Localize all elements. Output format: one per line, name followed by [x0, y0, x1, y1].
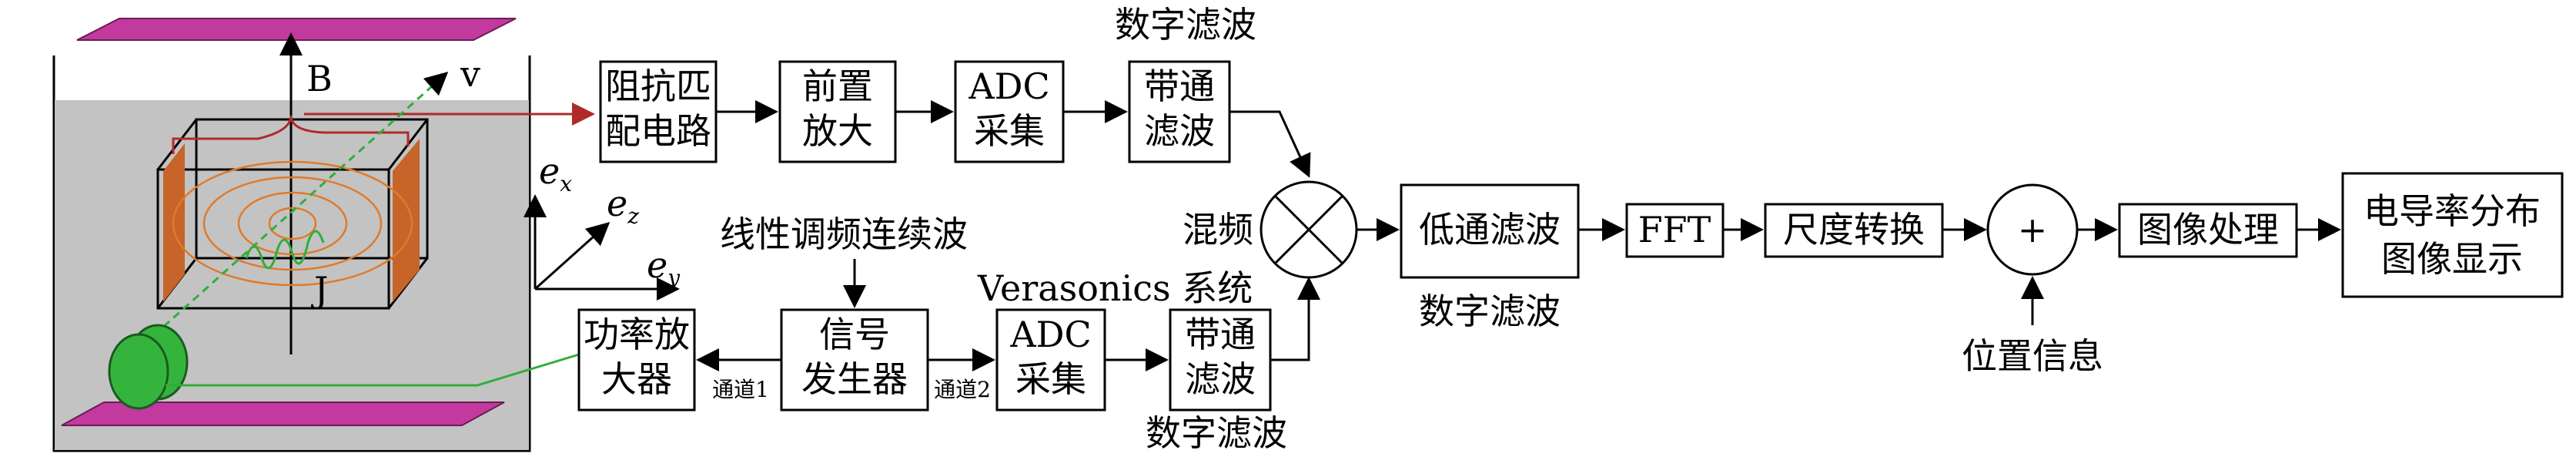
electrode-wire — [172, 115, 410, 154]
output-display-box — [2341, 172, 2564, 298]
adder-plus: + — [2018, 209, 2048, 250]
power-amp-box — [577, 308, 696, 412]
axis-ez-label: ez — [607, 183, 639, 229]
signal-generator-box — [780, 308, 929, 412]
scale-conversion-label: 尺度转换 — [1783, 209, 1925, 250]
top-bandpass-line1: 带通 — [1144, 66, 1215, 107]
b-field-label: B — [306, 58, 333, 99]
top-adc-box — [954, 60, 1065, 163]
bottom-adc-line2: 采集 — [1015, 358, 1086, 400]
signal-gen-line1: 信号 — [819, 314, 890, 355]
velocity-label: v — [460, 53, 480, 95]
preamp-line1: 前置 — [802, 66, 873, 107]
tank-outline — [52, 55, 531, 452]
bottom-bandpass-line2: 滤波 — [1185, 358, 1256, 400]
output-line1: 电导率分布 — [2364, 190, 2541, 232]
transducer-cable — [166, 353, 580, 387]
verasonics-label: Verasonics 系统 — [977, 267, 1253, 309]
top-digital-filter-label: 数字滤波 — [1115, 4, 1256, 45]
top-chain: 阻抗匹 配电路 前置 放大 ADC 采集 带通 滤波 数字滤波 — [599, 4, 1311, 178]
channel1-label: 通道1 — [712, 377, 769, 402]
top-bandpass-box — [1128, 60, 1231, 163]
lowpass-digital-filter-label: 数字滤波 — [1419, 291, 1561, 332]
current-density-label: J — [311, 269, 328, 311]
ultrasound-transducer — [108, 324, 189, 410]
lowpass-label: 低通滤波 — [1419, 209, 1561, 250]
top-adc-line1: ADC — [968, 66, 1049, 107]
power-amp-line2: 大器 — [601, 358, 672, 400]
axis-ex-label: ex — [539, 150, 572, 197]
impedance-matching-box — [599, 60, 718, 163]
coordinate-axes: ex ez ey — [524, 150, 681, 301]
processing-chain: 混频 低通滤波 数字滤波 FFT 尺度转换 + 位置信息 图像处理 电导率分布 … — [1183, 172, 2564, 377]
acoustic-wave — [245, 230, 325, 270]
current-field-lines — [172, 160, 413, 287]
power-amp-line1: 功率放 — [584, 314, 690, 355]
signal-gen-line2: 发生器 — [801, 358, 908, 400]
position-info-label: 位置信息 — [1962, 335, 2103, 377]
bottom-bandpass-box — [1169, 308, 1272, 412]
top-magnet-plate — [76, 18, 517, 41]
top-bandpass-line2: 滤波 — [1144, 110, 1215, 152]
axis-ey-label: ey — [647, 244, 681, 291]
lowpass-box — [1400, 183, 1580, 279]
lfm-label: 线性调频连续波 — [720, 213, 968, 255]
experimental-setup: B v J — [52, 18, 595, 452]
impedance-line2: 配电路 — [605, 110, 711, 152]
bottom-magnet-plate — [61, 401, 505, 426]
bottom-digital-filter-label: 数字滤波 — [1146, 412, 1287, 454]
mixing-label: 混频 — [1183, 209, 1253, 250]
image-processing-box — [2118, 203, 2298, 258]
right-electrode — [393, 139, 420, 302]
bottom-bandpass-line1: 带通 — [1185, 314, 1256, 355]
top-adc-line2: 采集 — [974, 110, 1045, 152]
bottom-adc-line1: ADC — [1009, 314, 1091, 355]
preamp-line2: 放大 — [802, 110, 873, 152]
bottom-chain: 线性调频连续波 功率放 大器 通道1 信号 发生器 通道2 Verasonics… — [577, 213, 1320, 454]
image-processing-label: 图像处理 — [2137, 209, 2279, 250]
impedance-line1: 阻抗匹 — [605, 66, 711, 107]
mixer-symbol — [1260, 180, 1358, 279]
channel2-label: 通道2 — [934, 377, 991, 402]
output-line2: 图像显示 — [2381, 238, 2523, 280]
fft-label: FFT — [1638, 209, 1711, 250]
